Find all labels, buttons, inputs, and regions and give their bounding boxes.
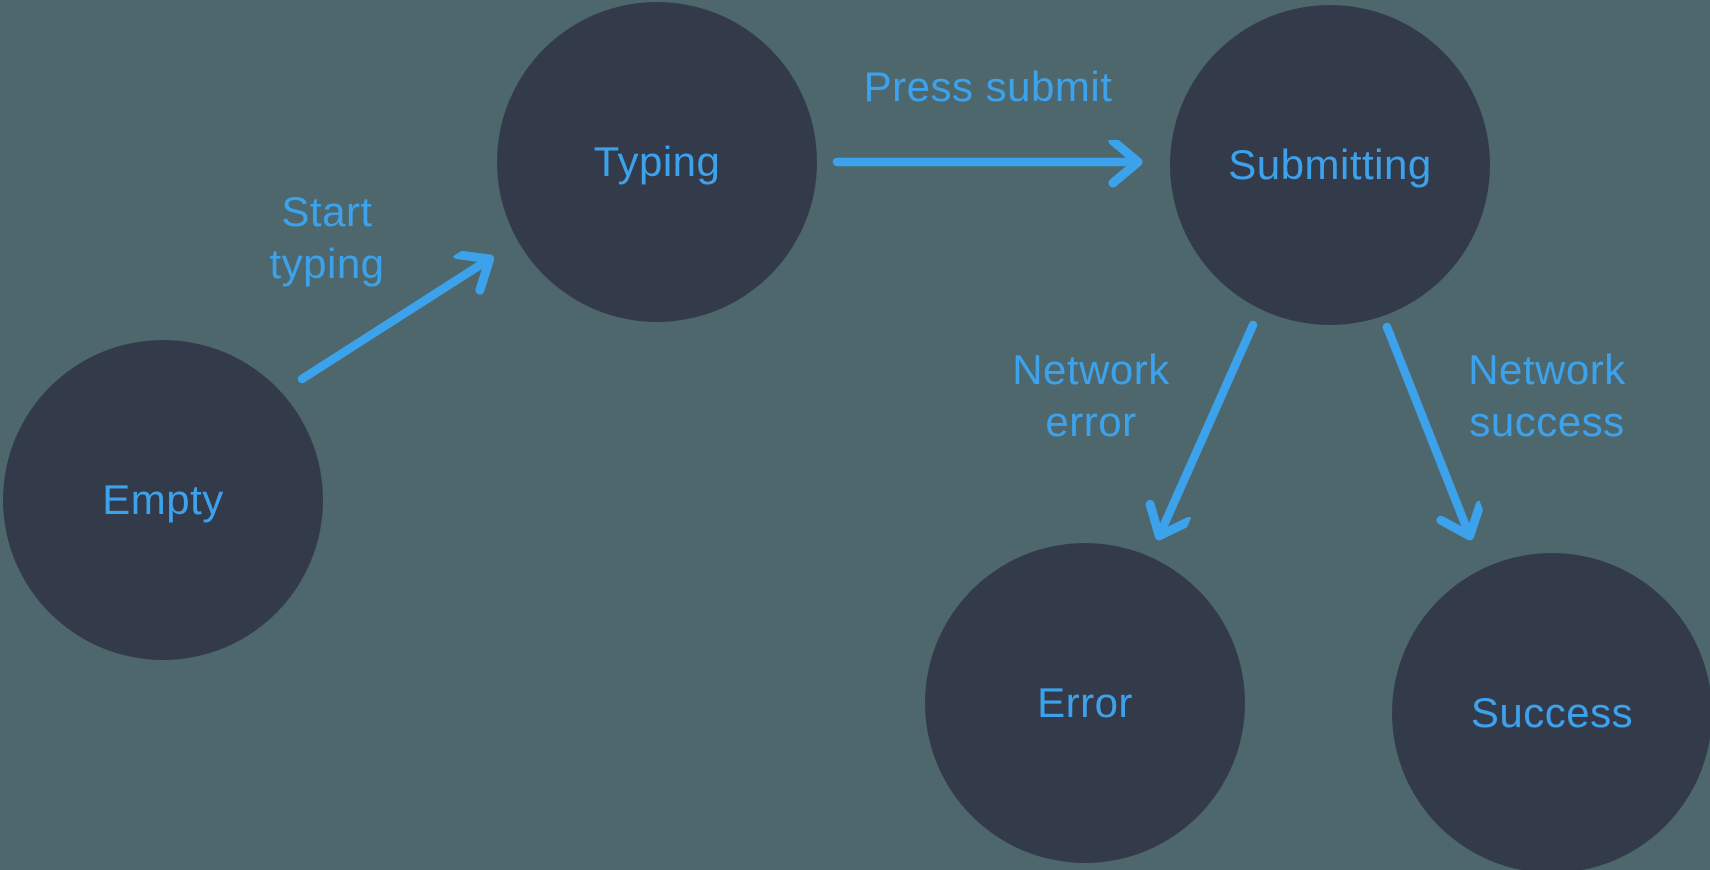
edge-label-line: Network [1012,346,1170,393]
edge-label-line: Network [1468,346,1626,393]
edge-label-start-typing: Start typing [269,186,384,290]
edge-network-error-arrow [1160,320,1258,534]
node-error-label: Error [1037,679,1133,726]
edge-network-success-arrow [1382,322,1469,534]
edge-label-network-success: Network success [1468,344,1626,448]
edge-label-line: error [1045,398,1137,445]
node-empty: Empty [3,340,323,660]
edge-label-line: success [1469,398,1625,445]
node-success-label: Success [1470,689,1634,736]
node-typing: Typing [497,2,817,322]
edge-start-typing-arrow [297,260,488,384]
node-success: Success [1392,553,1710,870]
edge-label-network-error: Network error [1012,344,1170,448]
edge-label-press-submit: Press submit [864,61,1113,113]
node-error: Error [925,543,1245,863]
edge-label-line: Start [281,188,373,235]
node-empty-label: Empty [102,476,224,523]
node-typing-label: Typing [593,138,721,185]
edge-label-line: Press submit [863,63,1113,110]
node-submitting-label: Submitting [1228,141,1432,188]
edge-label-line: typing [269,240,385,287]
node-submitting: Submitting [1170,5,1490,325]
